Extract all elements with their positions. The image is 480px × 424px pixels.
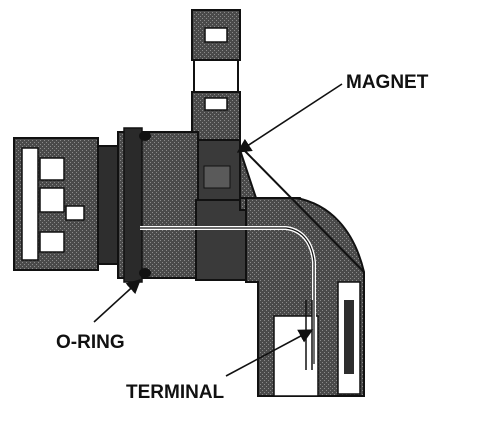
magnet-callout: MAGNET bbox=[236, 72, 429, 153]
upper-stem bbox=[191, 9, 241, 141]
o-ring-callout: O-RING bbox=[56, 279, 142, 353]
connector-housing bbox=[13, 137, 121, 271]
magnet-leader-arrow bbox=[236, 83, 343, 153]
magnet-label: MAGNET bbox=[346, 72, 429, 93]
terminal-leader-arrow bbox=[225, 329, 314, 377]
terminal-label: TERMINAL bbox=[126, 382, 225, 403]
o-ring-label: O-RING bbox=[56, 332, 125, 353]
main-body bbox=[117, 127, 247, 283]
magnet-block bbox=[195, 139, 241, 201]
terminal-extension bbox=[140, 149, 365, 397]
terminal-callout: TERMINAL bbox=[126, 329, 314, 403]
o-ring-leader-arrow bbox=[93, 279, 142, 323]
outline-diagonal bbox=[239, 145, 365, 273]
